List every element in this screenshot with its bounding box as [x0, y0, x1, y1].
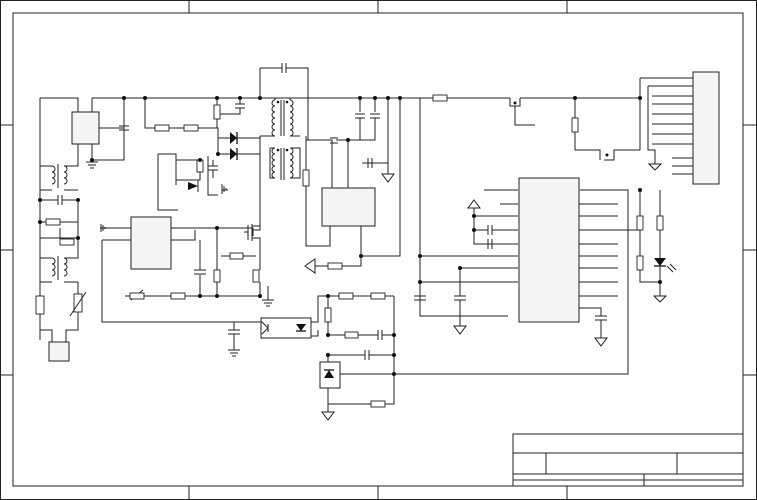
- opto-resistor: [324, 307, 332, 323]
- compensation-resistor: [344, 331, 359, 339]
- divider-resistor-2: [370, 292, 386, 300]
- controller-section: [414, 98, 640, 347]
- sense-resistor: [327, 262, 343, 270]
- led-resistor-1: [636, 215, 644, 231]
- snubber-resistor: [213, 104, 221, 120]
- gate-resistor: [229, 252, 244, 260]
- title-block: [512, 433, 744, 487]
- trimmer-resistor: [129, 292, 145, 300]
- output-resistor: [432, 94, 448, 102]
- pwm-controller-ic: [130, 216, 172, 270]
- pwm-junctions: [198, 226, 262, 298]
- optocoupler: [260, 317, 312, 339]
- ac-input-connector: [48, 341, 70, 362]
- clamp-diode-2: [230, 148, 237, 160]
- microcontroller-ic: [518, 177, 580, 323]
- flyback-transformer: [253, 63, 331, 247]
- resistor-r1: [45, 218, 61, 226]
- reference-resistor: [370, 400, 386, 408]
- common-mode-choke-1: [40, 160, 79, 191]
- current-sense-resistor: [213, 269, 221, 283]
- secondary-section: [300, 94, 510, 274]
- pwm-controller-section: [100, 216, 274, 323]
- thermistor: [73, 293, 83, 313]
- feedback-resistor: [170, 292, 186, 300]
- output-section: [509, 71, 720, 185]
- led-resistor-3: [636, 255, 644, 271]
- resistor-r2: [59, 238, 75, 246]
- led-indicator-section: [636, 188, 677, 303]
- secondary-junctions: [346, 96, 402, 258]
- divider-resistor-1: [338, 292, 354, 300]
- input-junctions: [38, 96, 126, 240]
- output-connector: [692, 71, 720, 185]
- feedback-section: [228, 189, 629, 421]
- primary-junctions: [143, 96, 262, 162]
- linear-regulator-ic: [321, 187, 376, 227]
- input-filter-section: [35, 96, 145, 362]
- shunt-regulator-symbol: [324, 370, 334, 378]
- primary-section: [143, 96, 300, 211]
- status-led: [654, 258, 666, 266]
- led-resistor-2: [656, 215, 664, 231]
- optocoupler-led: [296, 324, 306, 331]
- feedback-junctions: [326, 294, 396, 376]
- bridge-rectifier: [71, 111, 100, 145]
- secondary-resistor: [302, 169, 310, 187]
- source-resistor: [252, 269, 260, 283]
- startup-resistor-1: [154, 124, 170, 132]
- clamp-diode-1: [230, 132, 237, 144]
- startup-resistor-2: [183, 124, 199, 132]
- shunt-regulator: [319, 361, 341, 389]
- fuse: [35, 295, 45, 315]
- controller-junctions: [418, 214, 476, 284]
- zener-diode: [188, 182, 198, 190]
- common-mode-choke-2: [40, 200, 79, 283]
- gate-pullup-resistor: [571, 117, 579, 133]
